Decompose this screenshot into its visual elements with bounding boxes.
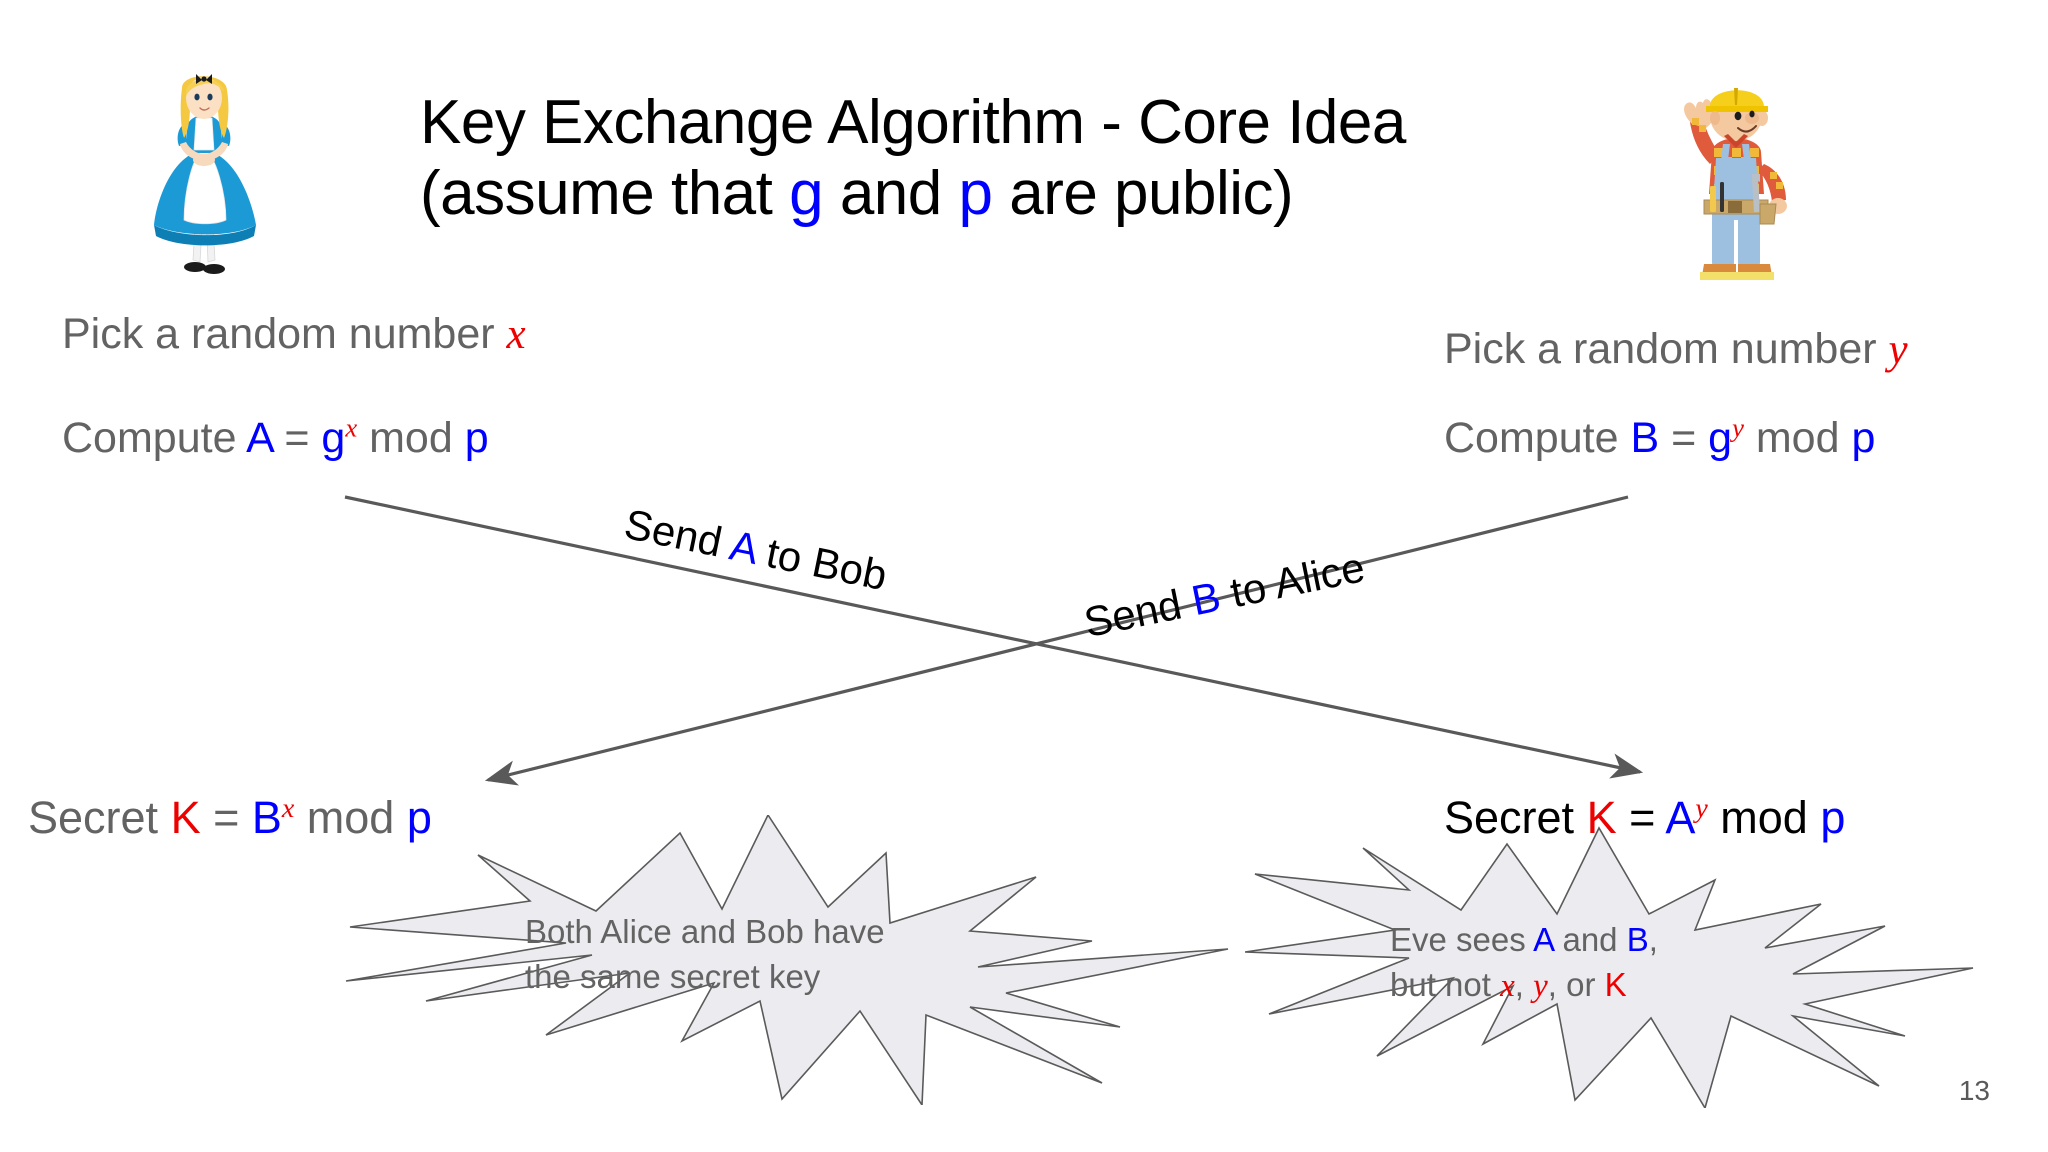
label-a-suffix: to Bob [751, 526, 891, 600]
alice-secret-p: p [406, 792, 432, 843]
bob-pick-prefix: Pick a random number [1444, 325, 1889, 373]
title-line-2: (assume that g and p are public) [420, 161, 1600, 226]
alice-secret-exponent: x [281, 793, 295, 824]
label-a-prefix: Send [620, 500, 736, 568]
starburst-callout-right: Eve sees A and B, but not x, y, or K [1245, 818, 1975, 1108]
starburst-left-text: Both Alice and Bob have the same secret … [525, 910, 885, 999]
right-line2-prefix: but not [1390, 965, 1501, 1003]
alice-compute-prefix: Compute [62, 414, 247, 462]
bob-compute-prefix: Compute [1444, 414, 1631, 462]
alice-secret-prefix: Secret [28, 792, 171, 843]
alice-pick-prefix: Pick a random number [62, 310, 507, 358]
bob-pick-line: Pick a random number y [1444, 325, 1908, 373]
alice-compute-exponent: x [345, 412, 358, 443]
alice-secret-equals: = [200, 792, 252, 843]
bob-secret-base: A [1665, 792, 1696, 843]
starburst-callout-left: Both Alice and Bob have the same secret … [330, 815, 1230, 1105]
right-line1-B: B [1626, 921, 1649, 958]
label-b-prefix: Send [1080, 578, 1197, 647]
bob-secret-p: p [1820, 792, 1846, 843]
bob-pick-variable: y [1888, 326, 1908, 373]
alice-compute-A: A [246, 414, 273, 462]
alice-secret-base: B [251, 792, 282, 843]
alice-compute-mod: mod [357, 414, 465, 462]
title-line2-prefix: (assume that [420, 159, 790, 229]
right-line2-x: x [1500, 967, 1515, 1004]
arrow-label-a-to-bob: Send A to Bob [620, 500, 891, 600]
starburst-right-text: Eve sees A and B, but not x, y, or K [1390, 918, 1658, 1008]
right-line2-K: K [1604, 965, 1627, 1003]
bob-compute-g: g [1708, 414, 1733, 462]
alice-pick-variable: x [506, 311, 526, 358]
alice-compute-g: g [321, 414, 346, 462]
title-line2-suffix: are public) [992, 159, 1294, 229]
title-line2-mid: and [823, 159, 959, 229]
starburst-shape-left-icon [345, 815, 1229, 1105]
bob-clipart-icon [1684, 88, 1787, 280]
bob-secret-exponent: y [1695, 793, 1708, 824]
bob-compute-mod: mod [1743, 414, 1852, 462]
title-symbol-g: g [789, 159, 824, 229]
starburst-right-line-2: but not x, y, or K [1390, 963, 1658, 1009]
arrow-label-b-to-alice: Send B to Alice [1080, 543, 1369, 647]
alice-compute-line: Compute A = gx mod p [62, 414, 489, 462]
alice-pick-line: Pick a random number x [62, 310, 526, 358]
right-line2-comma: , [1514, 965, 1534, 1003]
right-line2-mid: , or [1547, 965, 1605, 1003]
right-line1-mid: and [1553, 921, 1627, 958]
bob-secret-mod: mod [1707, 792, 1821, 843]
right-line1-A: A [1533, 921, 1554, 958]
alice-secret-mod: mod [294, 792, 407, 843]
label-b-suffix: to Alice [1215, 543, 1369, 619]
bob-compute-equals: = [1659, 414, 1709, 462]
arrow-a-to-bob [344, 495, 1644, 779]
starburst-left-line-2: the same secret key [525, 957, 821, 995]
starburst-right-line-1: Eve sees A and B, [1390, 918, 1658, 963]
bob-compute-exponent: y [1732, 412, 1744, 443]
alice-secret-line: Secret K = Bx mod p [28, 795, 432, 840]
alice-secret-K: K [170, 792, 201, 843]
starburst-shape-right-icon [1245, 826, 1974, 1108]
alice-compute-equals: = [272, 414, 322, 462]
right-line2-y: y [1533, 967, 1548, 1004]
bob-compute-p: p [1851, 414, 1876, 462]
starburst-left-line-1: Both Alice and Bob have [525, 913, 885, 950]
right-line1-prefix: Eve sees [1390, 921, 1534, 958]
title-line-1: Key Exchange Algorithm - Core Idea [420, 88, 1406, 157]
right-line1-suffix: , [1648, 921, 1658, 958]
bob-compute-B: B [1630, 414, 1660, 462]
alice-compute-p: p [464, 414, 489, 462]
bob-secret-prefix: Secret [1444, 792, 1587, 843]
page-title: Key Exchange Algorithm - Core Idea (assu… [420, 90, 1600, 226]
bob-compute-line: Compute B = gy mod p [1444, 414, 1876, 462]
title-symbol-p: p [958, 159, 993, 229]
alice-clipart-icon [154, 74, 256, 274]
bob-secret-equals: = [1616, 792, 1666, 843]
page-number: 13 [1958, 1075, 1990, 1106]
